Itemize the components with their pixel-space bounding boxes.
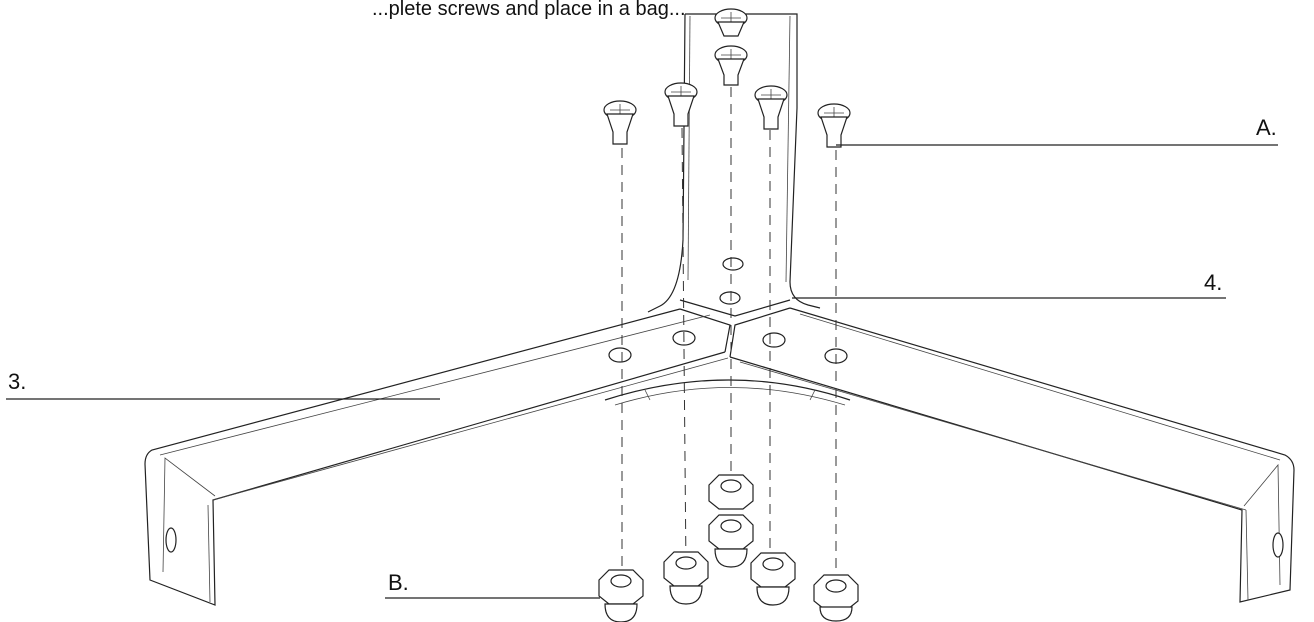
left-foot-arm [144, 308, 731, 606]
screw-6 [817, 103, 851, 148]
label-4: 4. [1204, 270, 1222, 295]
column-hole-1 [722, 257, 744, 271]
alignment-lines [621, 70, 837, 592]
nut-6 [813, 574, 859, 622]
screw-3 [714, 8, 748, 37]
nut-2 [663, 551, 709, 605]
label-a: A. [1256, 115, 1277, 140]
callout-leaders [6, 144, 1278, 599]
screw-1 [603, 100, 637, 145]
screw-4 [714, 45, 748, 86]
screw-5 [754, 85, 788, 130]
nuts [598, 474, 859, 622]
left-foot-hole [165, 527, 177, 553]
nut-5 [750, 552, 796, 606]
top-caption-text: ...plete screws and place in a bag... [372, 0, 686, 20]
arm-holes [608, 330, 848, 364]
column-hole-2 [719, 291, 741, 305]
upright-column [647, 13, 821, 317]
screws [603, 8, 851, 148]
nut-4 [708, 514, 754, 568]
center-bracket [604, 379, 851, 406]
right-foot-arm [729, 307, 1295, 603]
nut-1 [598, 569, 644, 622]
label-b: B. [388, 570, 409, 595]
label-3: 3. [8, 369, 26, 394]
right-foot-hole [1272, 532, 1284, 558]
nut-3 [708, 474, 754, 510]
screw-2 [664, 82, 698, 127]
